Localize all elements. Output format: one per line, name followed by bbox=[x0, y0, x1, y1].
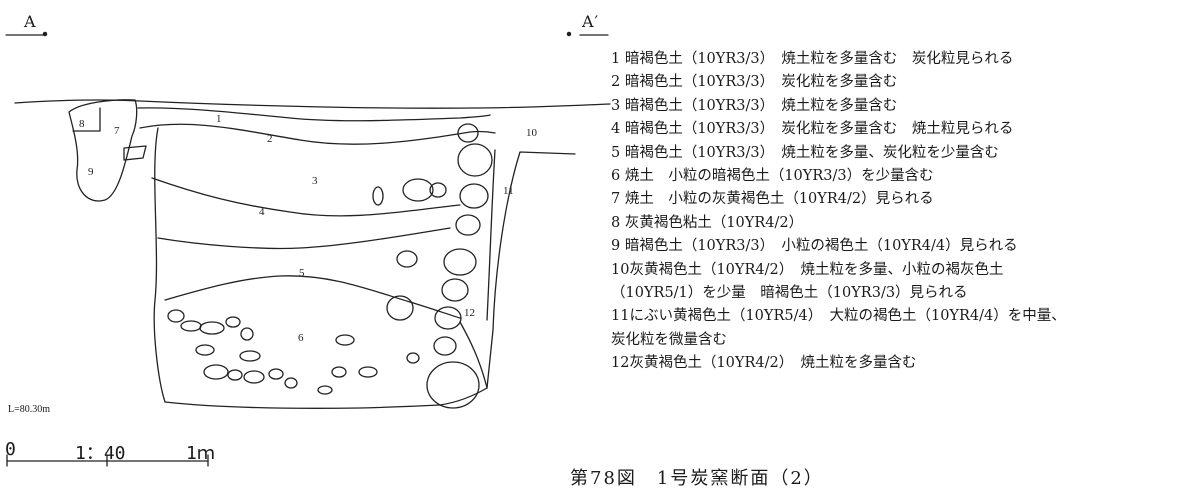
legend-item: 12灰黄褐色土（10YR4/2） 焼土粒を多量含む bbox=[611, 355, 917, 372]
stone bbox=[331, 366, 347, 378]
stone bbox=[372, 186, 384, 206]
layer-2-boundary bbox=[139, 123, 496, 145]
layer-7-outline bbox=[68, 99, 138, 202]
layer-12-boundary bbox=[459, 321, 488, 389]
layer-1-boundary bbox=[137, 107, 491, 122]
layer-label-9: 9 bbox=[88, 166, 94, 178]
layer-label-1: 1 bbox=[216, 113, 222, 125]
point-a-prime-dot bbox=[566, 31, 572, 37]
legend-item: （10YR5/1）を少量 暗褐色土（10YR3/3）見られる bbox=[611, 285, 968, 302]
stone bbox=[180, 320, 202, 332]
point-a-label: A bbox=[24, 12, 37, 31]
layer-4-boundary bbox=[157, 227, 451, 250]
stone bbox=[406, 352, 420, 364]
layer-3-boundary bbox=[151, 177, 461, 217]
scale-ratio-label: 1：40 bbox=[75, 443, 126, 464]
scale-1m-label: 1ｍ bbox=[186, 443, 215, 464]
stone bbox=[240, 327, 254, 341]
layer-label-7: 7 bbox=[114, 125, 120, 137]
stone bbox=[239, 350, 261, 362]
layer-11-boundary bbox=[486, 149, 496, 321]
legend-item: 1 暗褐色土（10YR3/3） 焼土粒を多量含む 炭化粒見られる bbox=[611, 51, 1014, 67]
ground-surface-line bbox=[14, 99, 611, 109]
stone bbox=[434, 306, 462, 330]
layer-label-11: 11 bbox=[503, 185, 514, 197]
point-a-prime-label: A′ bbox=[582, 12, 600, 31]
stone bbox=[199, 321, 225, 335]
legend-item: 4 暗褐色土（10YR3/3） 炭化粒を多量含む 焼土粒見られる bbox=[611, 121, 1014, 138]
stone bbox=[227, 369, 243, 381]
legend-item: 5 暗褐色土（10YR3/3） 焼土粒を多量、炭化粒を少量含む bbox=[611, 144, 999, 161]
layer-label-12: 12 bbox=[464, 307, 475, 319]
stone bbox=[167, 309, 185, 323]
pit-outline bbox=[153, 127, 576, 409]
stone bbox=[433, 336, 457, 356]
stone bbox=[203, 364, 229, 380]
stone bbox=[426, 361, 480, 409]
layer-7-step bbox=[123, 145, 147, 161]
legend-item: 2 暗褐色土（10YR3/3） 炭化粒を多量含む bbox=[611, 74, 898, 91]
stone bbox=[243, 370, 265, 384]
stone bbox=[441, 278, 469, 302]
stone bbox=[457, 143, 493, 177]
layer-label-8: 8 bbox=[79, 118, 85, 130]
stone bbox=[443, 248, 477, 276]
stone bbox=[429, 182, 447, 198]
layer-label-4: 4 bbox=[259, 206, 265, 218]
legend-item: 6 焼土 小粒の暗褐色土（10YR3/3）を少量含む bbox=[611, 168, 934, 185]
stone bbox=[402, 178, 434, 202]
layer-label-5: 5 bbox=[299, 267, 305, 279]
layer-label-2: 2 bbox=[267, 133, 273, 145]
elevation-label: L=80.30m bbox=[8, 404, 51, 415]
layer-label-6: 6 bbox=[298, 332, 304, 344]
figure-caption: 第78図 1号炭窯断面（2） bbox=[570, 468, 824, 489]
layer-8-9-divider bbox=[72, 107, 101, 132]
legend-item: 8 灰黄褐色粘土（10YR4/2） bbox=[611, 214, 804, 231]
layer-label-10: 10 bbox=[526, 127, 538, 139]
stone bbox=[225, 316, 241, 328]
stone bbox=[335, 334, 355, 346]
legend-item: 11にぶい黄褐色土（10YR5/4） 大粒の褐色土（10YR4/4）を中量、 bbox=[611, 308, 1066, 325]
stone bbox=[284, 377, 298, 389]
layer-label-3: 3 bbox=[312, 175, 318, 187]
legend-item: 10灰黄褐色土（10YR4/2） 焼土粒を多量、小粒の褐灰色土 bbox=[611, 261, 1004, 278]
layer-legend: 1 暗褐色土（10YR3/3） 焼土粒を多量含む 炭化粒見られる 2 暗褐色土（… bbox=[611, 48, 1066, 376]
stone bbox=[195, 344, 215, 356]
stone bbox=[386, 295, 414, 321]
stone bbox=[455, 214, 481, 236]
legend-item: 7 焼土 小粒の灰黄褐色土（10YR4/2）見られる bbox=[611, 191, 934, 208]
stone bbox=[457, 123, 479, 143]
stone bbox=[459, 183, 489, 209]
stone bbox=[317, 385, 333, 395]
legend-item: 3 暗褐色土（10YR3/3） 焼土粒を多量含む bbox=[611, 97, 898, 114]
stone bbox=[268, 368, 284, 380]
legend-item: 炭化粒を微量含む bbox=[611, 331, 727, 348]
point-a-dot bbox=[42, 31, 48, 37]
legend-item: 9 暗褐色土（10YR3/3） 小粒の褐色土（10YR4/4）見られる bbox=[611, 238, 1018, 255]
scale-zero-label: 0 bbox=[5, 439, 16, 460]
layer-5-boundary bbox=[164, 275, 461, 319]
stone bbox=[396, 250, 418, 268]
stone bbox=[358, 366, 378, 378]
